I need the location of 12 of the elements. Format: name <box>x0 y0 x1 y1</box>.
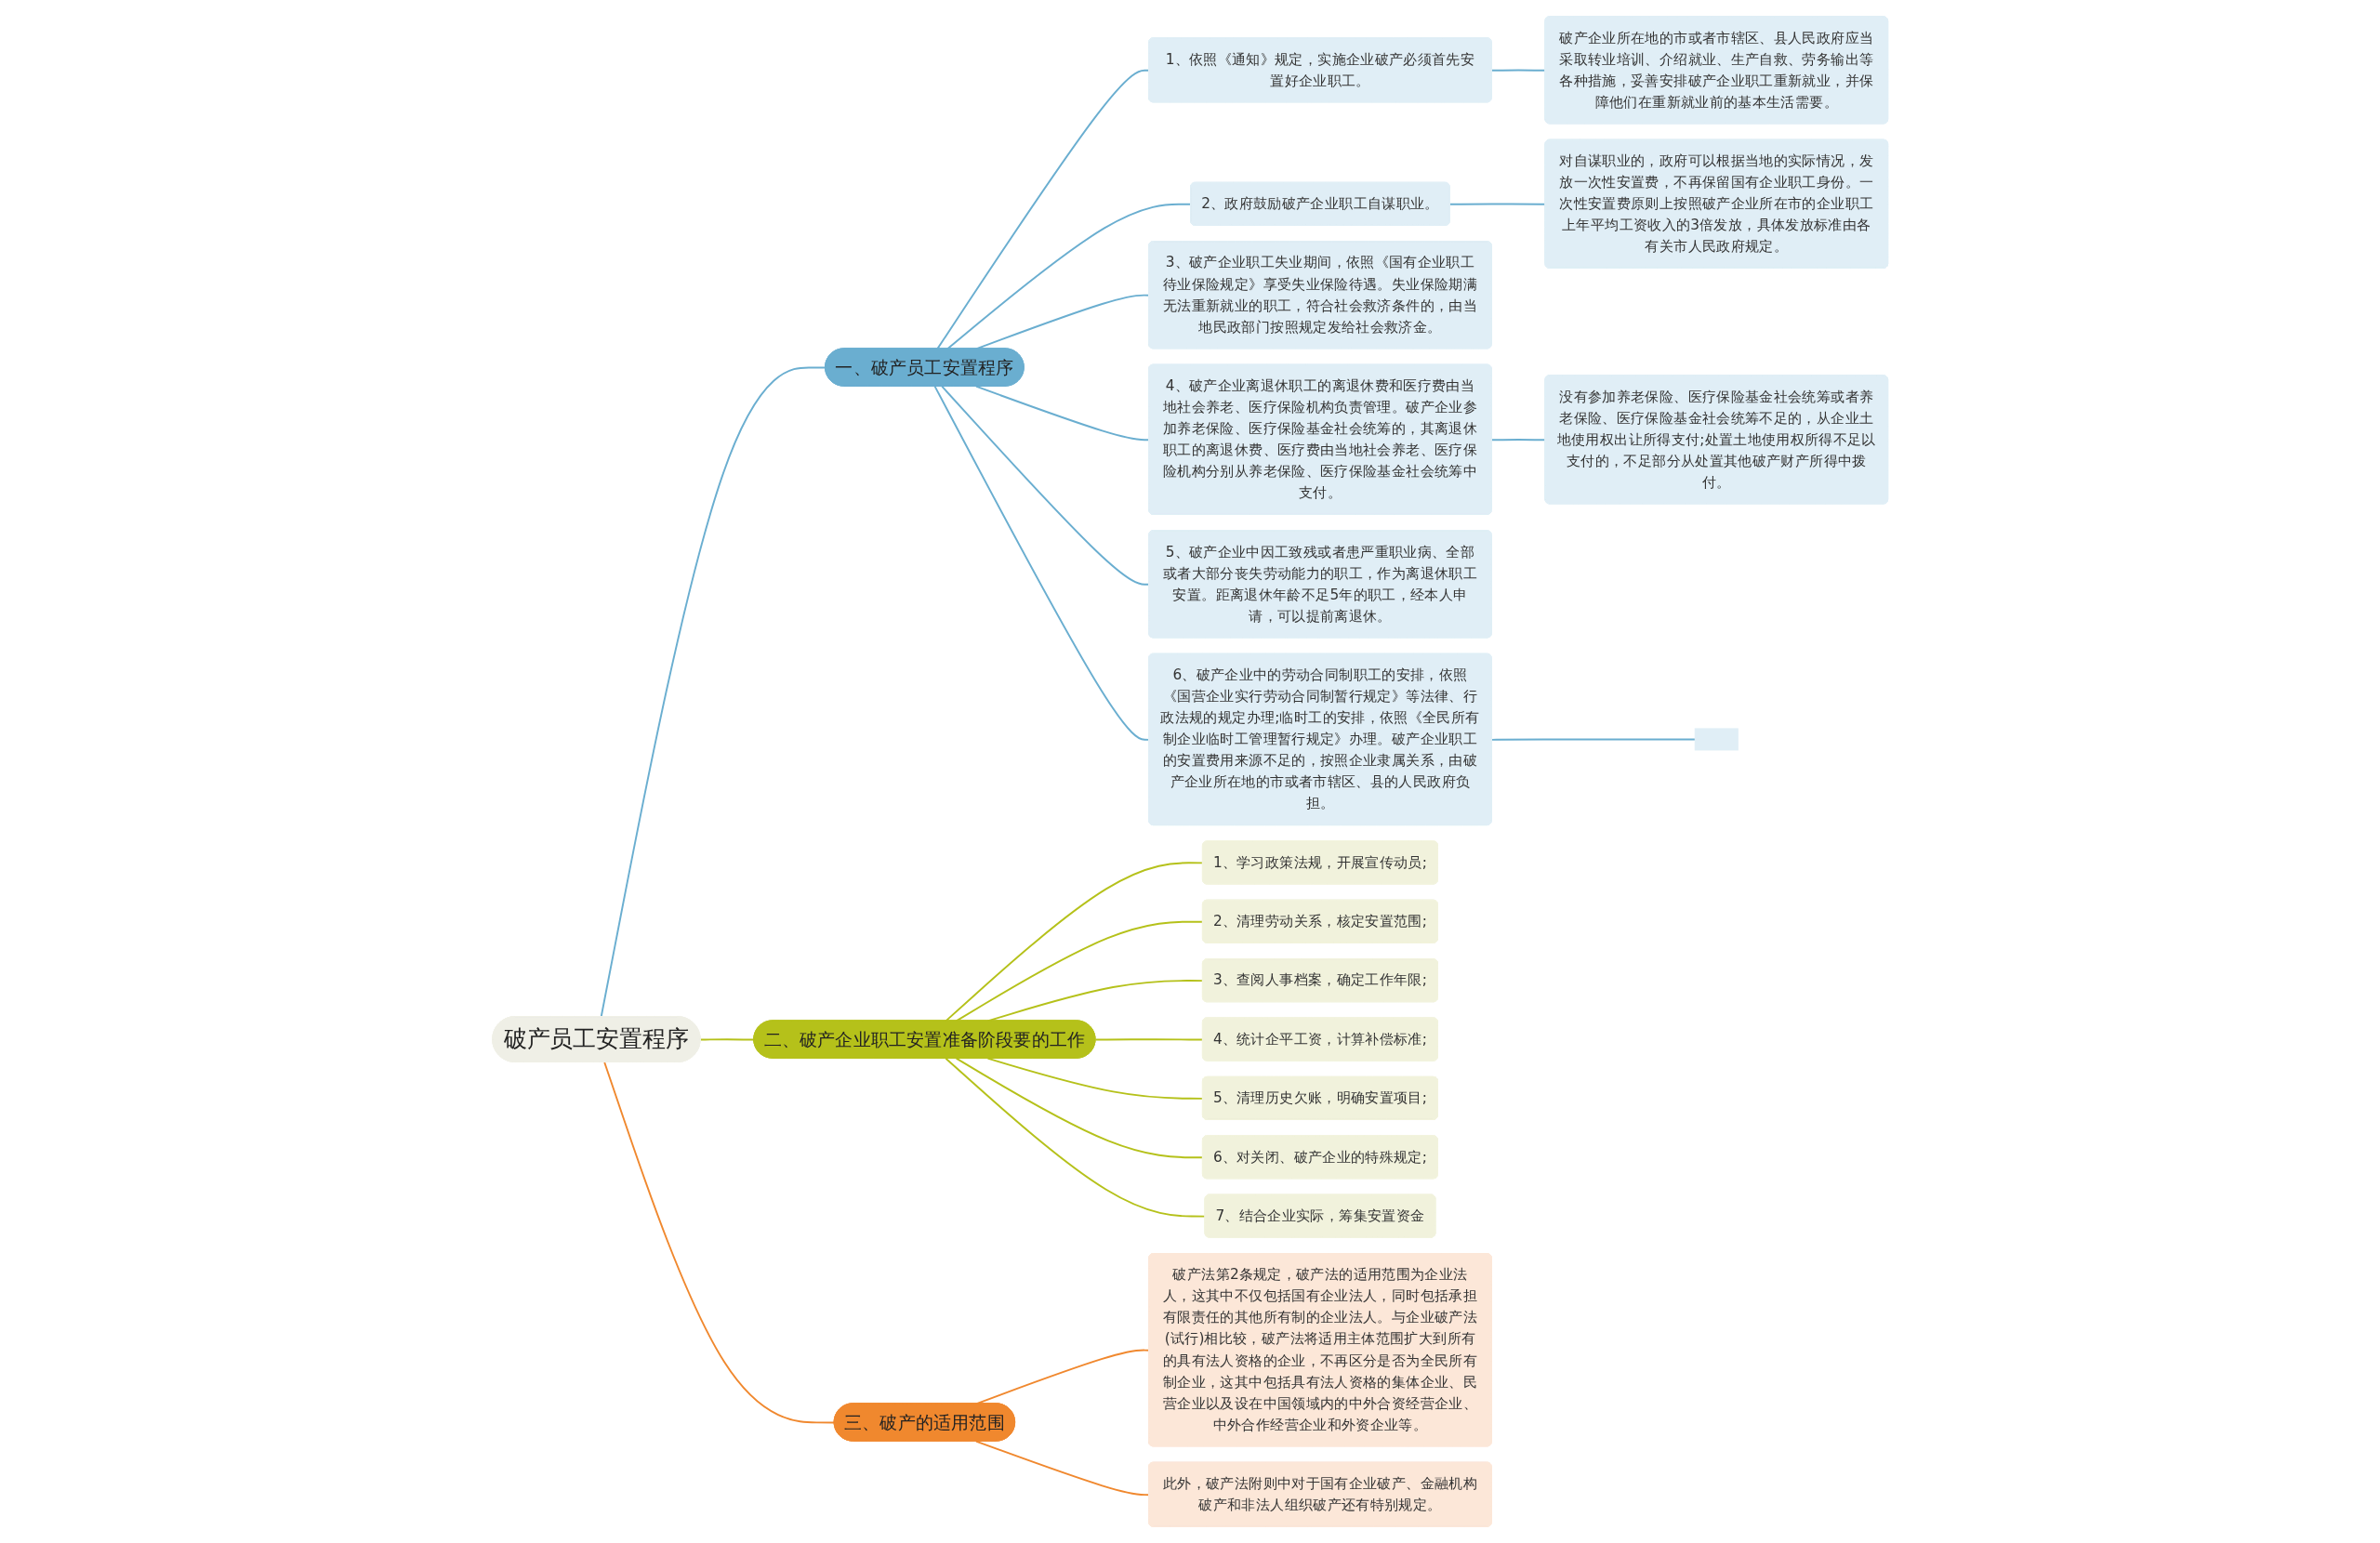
connector <box>933 385 1150 741</box>
connector <box>603 1062 836 1424</box>
connector <box>941 385 1150 586</box>
connector <box>986 1057 1204 1100</box>
connector <box>955 1057 1204 1159</box>
connector <box>1490 738 1697 741</box>
connector <box>600 366 826 1018</box>
connector <box>974 385 1150 442</box>
connector <box>1094 1038 1204 1041</box>
connector <box>699 1038 755 1041</box>
connector <box>974 1440 1150 1497</box>
node-box <box>1694 728 1739 751</box>
